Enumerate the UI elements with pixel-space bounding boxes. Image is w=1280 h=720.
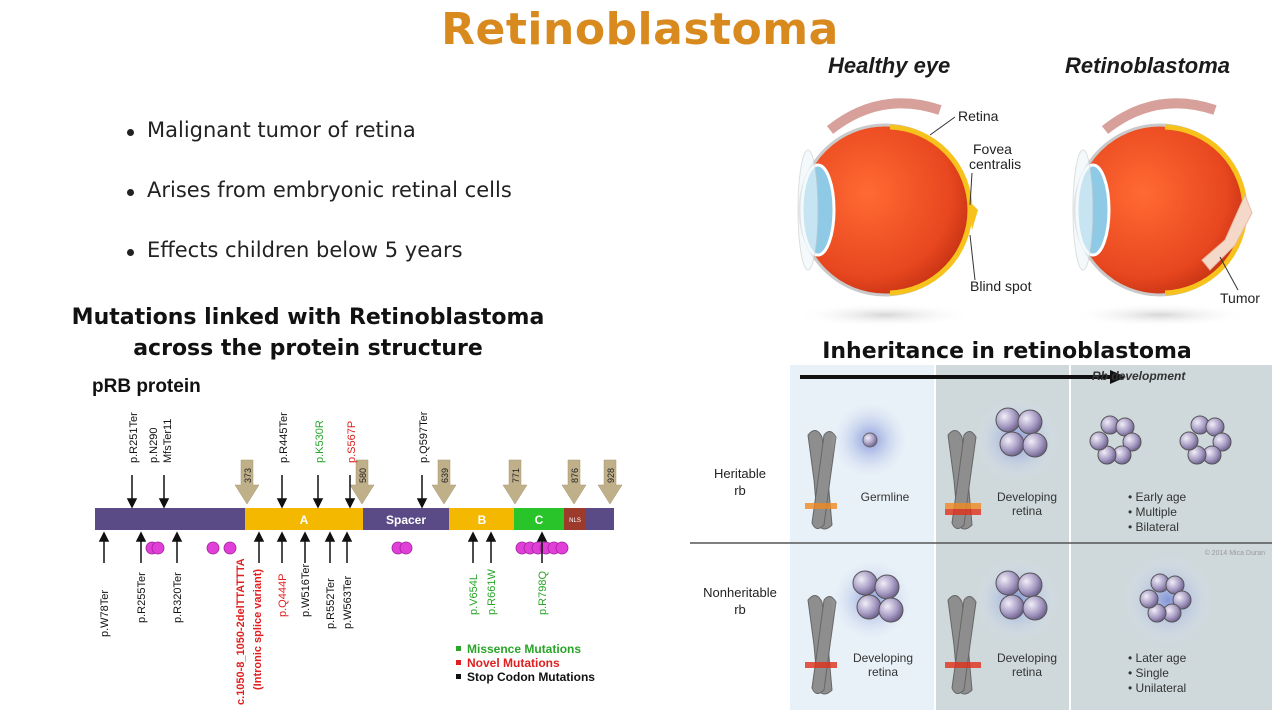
heritable-note: • Bilateral	[1128, 520, 1179, 534]
domain-c-label: C	[535, 513, 544, 527]
cell-retina-nonheritable-1: retina	[868, 665, 898, 679]
mutation-bottom-label: p.R552Ter	[325, 578, 337, 629]
healthy-eye-label: Healthy eye	[828, 53, 950, 78]
cell-developing-nonheritable-1: Developing	[853, 651, 913, 665]
retinoblastoma-eye	[1070, 98, 1253, 327]
legend-novel: Novel Mutations	[467, 656, 560, 670]
mutation-bottom-label: p.R320Ter	[172, 572, 184, 623]
protein-figure: pRB protein A Spacer B C NLS 373 580 639…	[92, 376, 623, 705]
cell-developing-nonheritable-2: Developing	[997, 651, 1057, 665]
mutation-bottom-label: p.R798Q	[537, 571, 549, 615]
domain-b-label: B	[478, 513, 487, 527]
nonheritable-note: • Unilateral	[1128, 681, 1186, 695]
heritable-note: • Multiple	[1128, 505, 1177, 519]
position-373: 373	[243, 468, 253, 483]
heritable-note: • Early age	[1128, 490, 1187, 504]
protein-title: pRB protein	[92, 376, 201, 397]
nonheritable-note: • Later age	[1128, 651, 1187, 665]
callout-centralis: centralis	[969, 156, 1021, 172]
healthy-eye	[795, 98, 978, 327]
mutations-heading: Mutations linked with Retinoblastoma acr…	[71, 305, 545, 361]
rb-development-label: Rb development	[1092, 369, 1186, 383]
legend-missense: Missence Mutations	[467, 642, 581, 656]
copyright: © 2014 Mica Duran	[1205, 549, 1266, 557]
position-876: 876	[570, 468, 580, 483]
mutation-bottom-label: p.W516Ter	[300, 563, 312, 617]
callout-retina: Retina	[958, 108, 999, 124]
row-label-heritable-rb: rb	[734, 483, 746, 498]
cell-retina-heritable: retina	[1012, 504, 1042, 518]
mutation-top-label: p.R445Ter	[278, 412, 290, 463]
cell-retina-nonheritable-2: retina	[1012, 665, 1042, 679]
callout-blind-spot: Blind spot	[970, 278, 1032, 294]
mutation-bottom-label: p.R661W	[486, 569, 498, 615]
position-771: 771	[511, 468, 521, 483]
mutation-top-label: p.N290	[148, 428, 160, 463]
domain-a-label: A	[300, 513, 309, 527]
mutation-bottom-label: p.R255Ter	[136, 572, 148, 623]
mutation-bottom-label: p.W563Ter	[342, 575, 354, 629]
bullet-item: Effects children below 5 years	[127, 238, 512, 298]
row-label-nonheritable: Nonheritable	[703, 585, 777, 600]
mutation-bottom-label: p.V654L	[468, 574, 480, 615]
cell-developing-heritable: Developing	[997, 490, 1057, 504]
position-639: 639	[440, 468, 450, 483]
mutation-top-label: p.K530R	[314, 420, 326, 463]
bullet-item: Arises from embryonic retinal cells	[127, 178, 512, 238]
legend-stop: Stop Codon Mutations	[467, 670, 595, 684]
eye-figure: Healthy eye Retinoblastoma Retina Fovea …	[795, 53, 1260, 327]
row-label-heritable: Heritable	[714, 466, 766, 481]
mutation-bottom-label: c.1050-8_1050-2delTTATTTA	[235, 558, 247, 705]
position-580: 580	[358, 468, 368, 483]
mutation-bottom-label: p.Q444P	[277, 574, 289, 617]
mutation-top-label: p.R251Ter	[128, 412, 140, 463]
slide-title: Retinoblastoma	[441, 4, 839, 55]
domain-nls-label: NLS	[569, 518, 581, 524]
position-928: 928	[606, 468, 616, 483]
inheritance-figure: Rb development Heritable rb Nonheritable…	[690, 365, 1272, 710]
mutation-top-label: p.Q597Ter	[418, 411, 430, 463]
bullet-item: Malignant tumor of retina	[127, 118, 512, 178]
domain-spacer-label: Spacer	[386, 513, 426, 527]
callout-tumor: Tumor	[1220, 290, 1260, 306]
mutation-top-label: p.S567P	[346, 421, 358, 463]
bullet-list: Malignant tumor of retina Arises from em…	[127, 118, 512, 298]
mutation-bottom-label: (Intronic splice variant)	[252, 569, 264, 690]
inheritance-heading: Inheritance in retinoblastoma	[822, 339, 1192, 364]
protein-legend: Missence Mutations Novel Mutations Stop …	[456, 642, 595, 684]
retinoblastoma-eye-label: Retinoblastoma	[1065, 53, 1230, 78]
nonheritable-note: • Single	[1128, 666, 1169, 680]
row-label-nonheritable-rb: rb	[734, 602, 746, 617]
callout-fovea: Fovea	[973, 141, 1012, 157]
mutation-bottom-label: p.W78Ter	[99, 590, 111, 637]
cell-germline: Germline	[861, 490, 910, 504]
mutation-top-label: MfsTer11	[162, 419, 174, 463]
